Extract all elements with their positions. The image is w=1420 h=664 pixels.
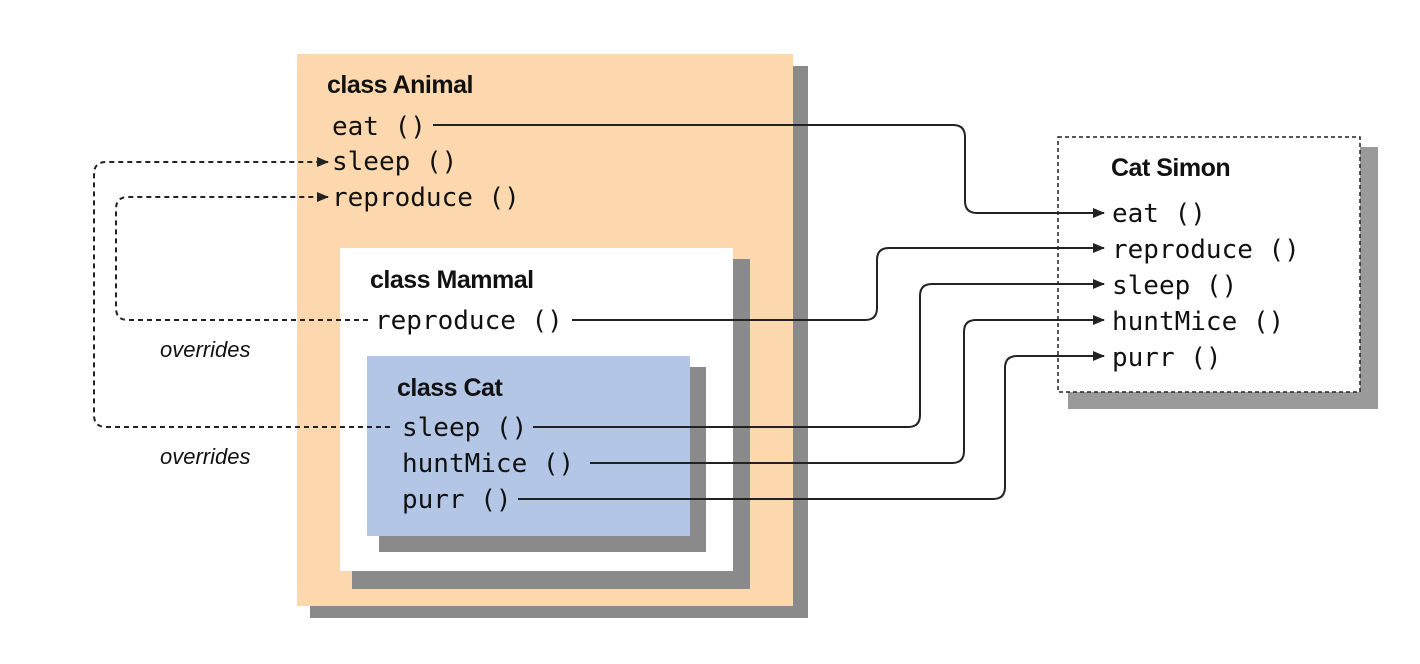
override-arrow-sleep xyxy=(93,157,390,428)
animal-method-reproduce: reproduce () xyxy=(332,183,520,213)
arrow-reproduce-to-simon xyxy=(572,243,1105,321)
overrides-label-cat: overrides xyxy=(160,444,250,469)
arrow-purr-to-simon xyxy=(518,351,1105,500)
arrow-huntmice-to-simon xyxy=(590,315,1105,464)
animal-method-eat: eat () xyxy=(332,112,426,142)
simon-method-purr: purr () xyxy=(1112,343,1222,373)
arrow-sleep-to-simon xyxy=(533,279,1105,428)
class-cat-panel xyxy=(367,356,690,536)
class-cat-box: class Cat sleep () huntMice () purr () xyxy=(367,356,706,552)
cat-method-huntmice: huntMice () xyxy=(402,449,574,479)
cat-simon-panel xyxy=(1057,136,1361,393)
cat-simon-box: Cat Simon eat () reproduce () sleep () h… xyxy=(1057,136,1378,409)
simon-method-reproduce: reproduce () xyxy=(1112,235,1300,265)
overrides-label-mammal: overrides xyxy=(160,337,250,362)
animal-method-sleep: sleep () xyxy=(332,147,457,177)
class-mammal-title: class Mammal xyxy=(370,266,534,294)
simon-method-huntmice: huntMice () xyxy=(1112,307,1284,337)
simon-method-sleep: sleep () xyxy=(1112,271,1237,301)
class-animal-title: class Animal xyxy=(327,71,473,99)
cat-simon-title: Cat Simon xyxy=(1111,154,1230,182)
class-cat-title: class Cat xyxy=(397,374,503,402)
cat-method-purr: purr () xyxy=(402,485,512,515)
simon-method-eat: eat () xyxy=(1112,199,1206,229)
cat-method-sleep: sleep () xyxy=(402,413,527,443)
mammal-method-reproduce: reproduce () xyxy=(375,306,563,336)
arrow-eat-to-simon xyxy=(433,124,1105,218)
override-arrow-reproduce xyxy=(115,192,368,321)
